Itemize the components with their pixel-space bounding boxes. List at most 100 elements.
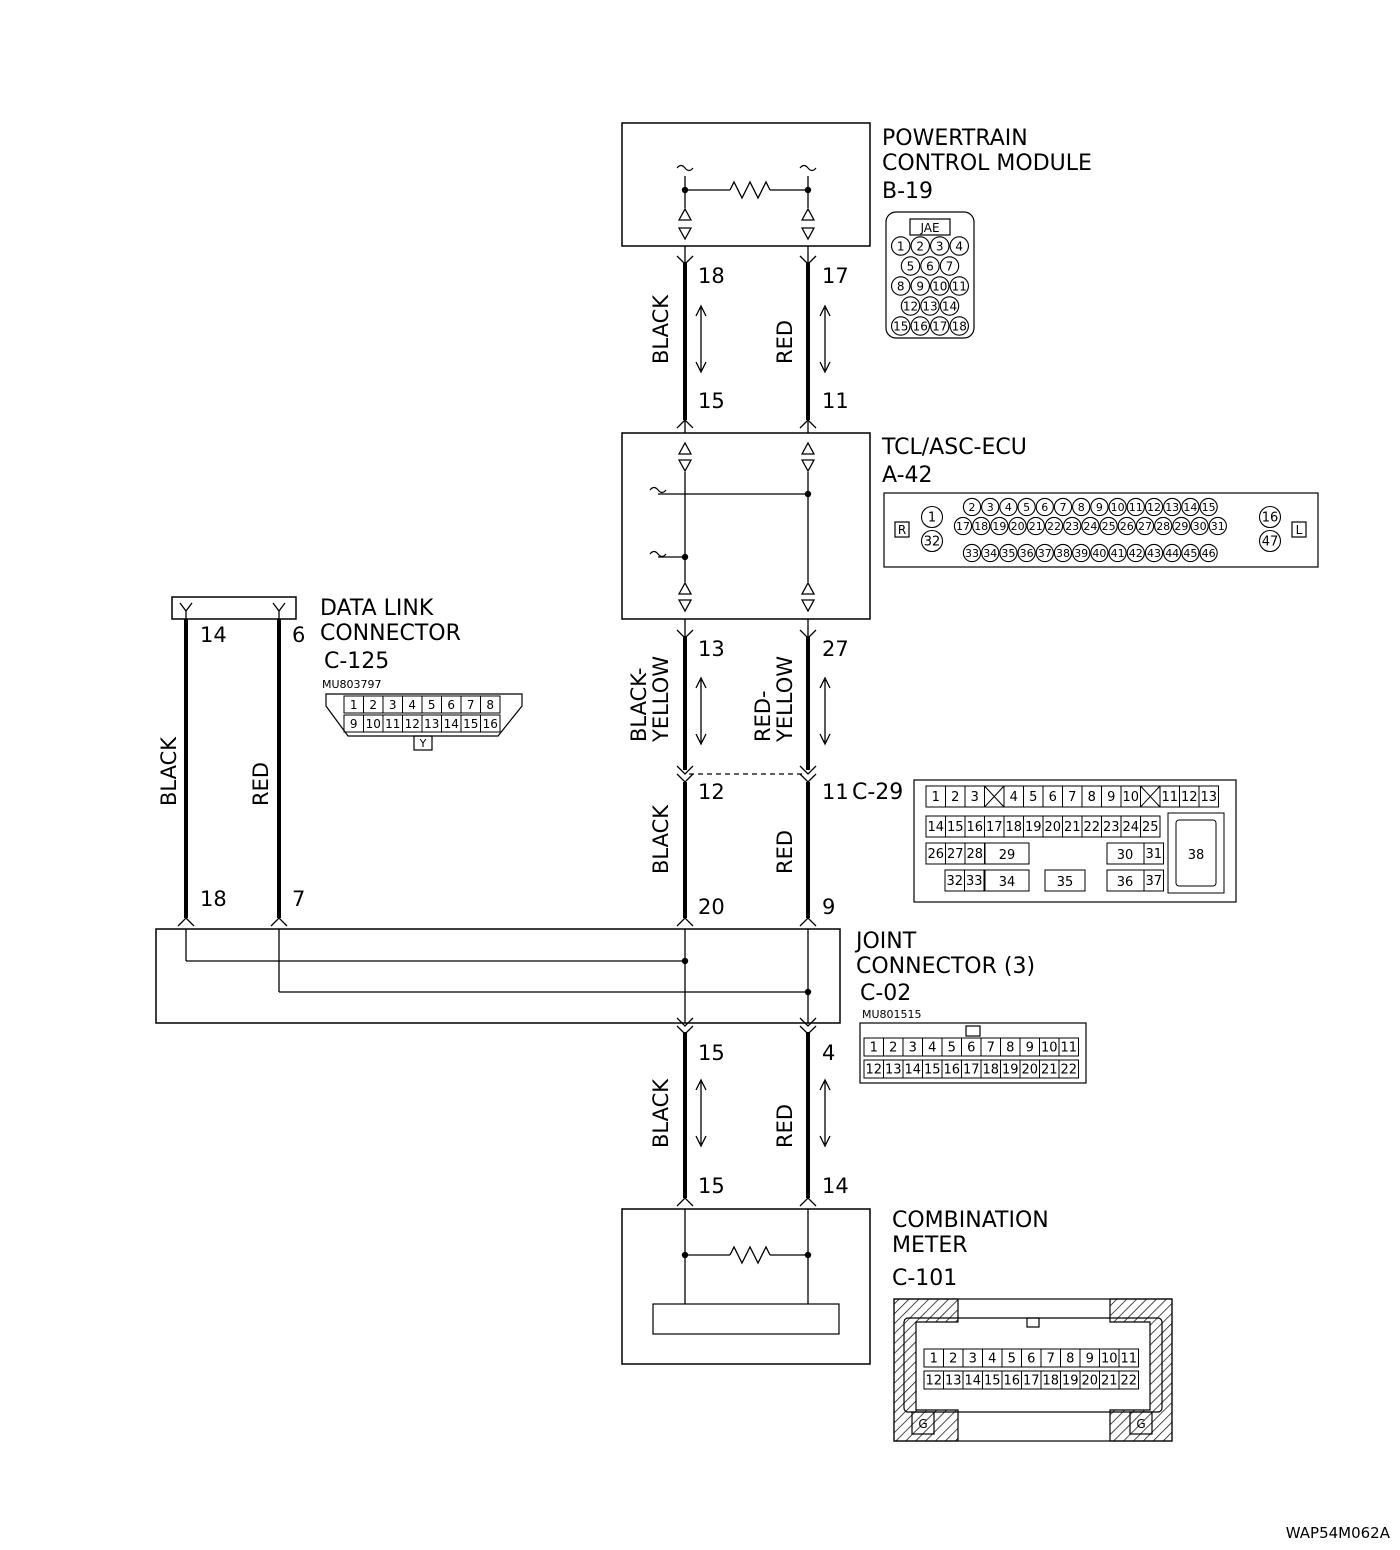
c29-code: C-29 [852, 780, 903, 805]
connector-pin-label: 30 [1193, 520, 1207, 533]
connector-pin [1181, 543, 1200, 563]
tcl-mark-r: R [898, 523, 906, 537]
connector-pin [1126, 543, 1145, 563]
connector-pin-label: 4 [928, 1041, 936, 1056]
connector-pin [1044, 516, 1064, 536]
connector-pin-label: 34 [999, 875, 1016, 890]
connector-pin-label: 14 [964, 1374, 981, 1389]
meter-code: C-101 [892, 1266, 957, 1291]
connector-pin [890, 316, 911, 336]
connector-pin [900, 296, 921, 316]
connector-pin-label: 28 [1156, 520, 1170, 533]
connector-pin-label: 40 [1092, 547, 1106, 560]
connector-pin-label: 15 [984, 1374, 1001, 1389]
connector-pin-label: 14 [904, 1063, 921, 1078]
connector-pin [1199, 543, 1218, 563]
pin-label: 18 [698, 264, 725, 288]
connector-pin-label: 29 [1174, 520, 1188, 533]
connector-pin [1053, 497, 1073, 517]
connector-pin-label: 4 [408, 698, 416, 712]
connector-pin-label: 8 [1078, 501, 1085, 514]
connector-pin [1072, 497, 1091, 517]
connector-pin-label: 12 [865, 1063, 882, 1078]
connector-pin [981, 497, 1000, 517]
connector-pin-label: 7 [1047, 1352, 1055, 1367]
connector-pin-label: 6 [447, 698, 455, 712]
connector-pin-label: 25 [1142, 820, 1159, 835]
connector-pin-label: 17 [1023, 1374, 1040, 1389]
wire-color-label: RED [773, 1104, 797, 1148]
connector-pin [1017, 497, 1036, 517]
connector-pin-label: 5 [948, 1041, 956, 1056]
connector-pin [999, 543, 1018, 563]
connector-pin [1199, 497, 1218, 517]
connector-pin-label: 19 [1002, 1063, 1019, 1078]
connector-pin-label: 1 [928, 511, 936, 526]
pin-label: 4 [822, 1041, 835, 1065]
joint-box [155, 928, 841, 1024]
connector-pin-label: 8 [897, 279, 905, 293]
connector-pin-label: 9 [1096, 501, 1103, 514]
connector-pin [953, 516, 973, 536]
connector-pin [1135, 516, 1155, 536]
connector-pin-label: 1 [932, 790, 940, 805]
pcm-resistor [729, 180, 771, 200]
connector-pin-label: 47 [1262, 535, 1279, 550]
connector-cell [964, 869, 985, 892]
pin-label: 18 [200, 887, 227, 911]
connector-pin-label: 4 [1010, 790, 1018, 805]
connector-pin-label: 6 [1027, 1352, 1035, 1367]
pin-label: 20 [698, 895, 725, 919]
connector-pin-label: 17 [932, 319, 947, 333]
connector-pin-label: 25 [1102, 520, 1116, 533]
connector-pin [910, 236, 930, 256]
connector-pin-label: 11 [952, 279, 967, 293]
meter-ic-block [652, 1303, 840, 1335]
connector-pin-label: 27 [1138, 520, 1152, 533]
connector-pin [929, 276, 950, 296]
connector-pin [1026, 516, 1045, 536]
pcm-title-2: CONTROL MODULE [882, 151, 1092, 176]
connector-pin-label: 38 [1056, 547, 1070, 560]
connector-pin-label: 21 [1041, 1063, 1058, 1078]
dlc-connector-face [325, 693, 523, 737]
connector-pin-label: 4 [988, 1352, 996, 1367]
connector-pin-label: 10 [932, 279, 947, 293]
connector-pin-label: 17 [986, 820, 1003, 835]
connector-cell [480, 714, 501, 733]
pcm-connector-mark: JAE [919, 221, 939, 235]
connector-pin-label: 11 [385, 717, 400, 731]
connector-cell [1118, 1348, 1139, 1368]
connector-pin-label: 13 [885, 1063, 902, 1078]
meter-title-1: COMBINATION [892, 1208, 1049, 1233]
connector-pin [910, 316, 930, 336]
connector-pin [939, 256, 960, 276]
connector-pin-label: 21 [1029, 520, 1043, 533]
connector-pin-label: 18 [982, 1063, 999, 1078]
connector-pin [990, 516, 1009, 536]
connector-pin-label: 35 [1057, 875, 1074, 890]
connector-pin-label: 29 [999, 848, 1016, 863]
connector-pin-label: 21 [1101, 1374, 1118, 1389]
wire-color-label: RED [773, 320, 797, 364]
connector-pin [1181, 497, 1200, 517]
dlc-title-2: CONNECTOR [320, 621, 461, 646]
connector-pin-label: 5 [1023, 501, 1030, 514]
connector-pin-label: 37 [1038, 547, 1052, 560]
connector-pin-label: 6 [967, 1041, 975, 1056]
connector-pin-label: 13 [945, 1374, 962, 1389]
connector-pin-label: 12 [903, 299, 918, 313]
connector-pin-label: 12 [1181, 790, 1198, 805]
connector-pin-label: 7 [467, 698, 475, 712]
connector-pin-label: 5 [1008, 1352, 1016, 1367]
connector-pin [962, 497, 982, 517]
connector-pin-label: 19 [1025, 820, 1042, 835]
wire-color-label: BLACK [649, 804, 673, 874]
meter-box [621, 1208, 871, 1365]
connector-pin-label: 16 [913, 319, 928, 333]
